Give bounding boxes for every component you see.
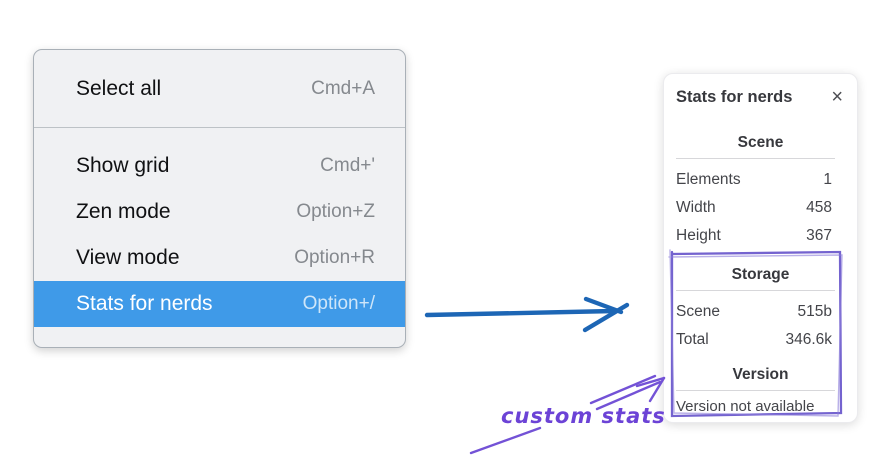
menu-item-shortcut: Option+Z [296,201,375,222]
stats-panel: Stats for nerds × Scene Elements 1 Width… [663,73,858,423]
menu-item-label: Zen mode [76,200,171,223]
section-divider [676,290,835,291]
menu-group: Show grid Cmd+' Zen mode Option+Z View m… [34,128,405,327]
stats-panel-title: Stats for nerds [676,87,793,106]
version-section-header: Version [732,366,789,383]
stat-value: 1 [823,171,832,188]
stat-row-scene-size: Scene 515b [676,298,845,326]
section-divider [676,158,835,159]
stat-row-height: Height 367 [676,222,845,250]
stat-label: Total [676,331,709,348]
menu-item-label: Select all [76,76,162,100]
stat-value: 515b [797,303,832,320]
scene-section-header: Scene [737,134,784,151]
menu-item-label: Show grid [76,154,170,177]
stat-label: Scene [676,303,720,320]
stat-row-total-size: Total 346.6k [676,326,845,354]
stat-value: 346.6k [785,331,832,348]
menu-item-shortcut: Option+/ [302,293,375,314]
menu-item-label: Stats for nerds [76,292,213,315]
stat-row-elements: Elements 1 [676,166,845,194]
close-icon[interactable]: × [831,86,843,108]
annotation-arrow-icon [469,374,666,455]
stat-value: 458 [806,199,832,216]
menu-separator [34,127,405,128]
menu-item-show-grid[interactable]: Show grid Cmd+' [34,143,405,189]
menu-item-shortcut: Cmd+' [320,155,375,176]
storage-section-header: Storage [731,266,790,283]
stat-label: Elements [676,171,741,188]
stat-label: Width [676,199,716,216]
stat-row-width: Width 458 [676,194,845,222]
annotation-label: custom stats [501,404,666,428]
menu-item-label: View mode [76,246,180,269]
menu-item-zen-mode[interactable]: Zen mode Option+Z [34,189,405,235]
context-menu: Select all Cmd+A Show grid Cmd+' Zen mod… [33,49,406,348]
stat-label: Height [676,227,721,244]
stat-value: 367 [806,227,832,244]
stats-panel-header: Stats for nerds × [676,86,845,108]
menu-item-shortcut: Cmd+A [311,77,375,99]
section-divider [676,390,835,391]
menu-item-stats-for-nerds[interactable]: Stats for nerds Option+/ [34,281,405,327]
menu-item-shortcut: Option+R [294,247,375,268]
menu-item-view-mode[interactable]: View mode Option+R [34,235,405,281]
pointer-arrow-icon [424,296,630,333]
menu-item-select-all[interactable]: Select all Cmd+A [34,50,405,127]
version-note: Version not available [676,398,815,415]
